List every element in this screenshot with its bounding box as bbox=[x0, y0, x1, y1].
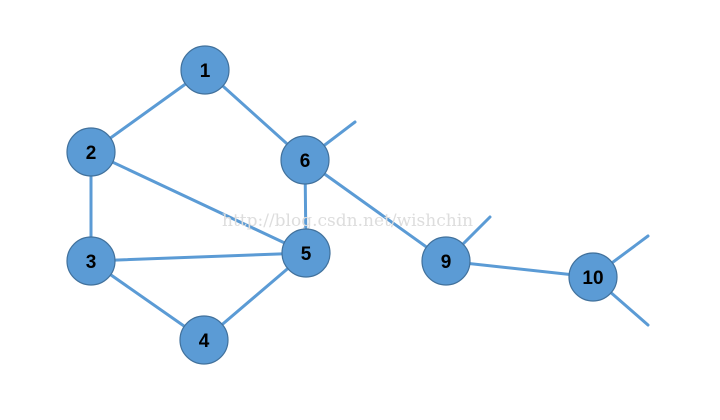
node-10: 10 bbox=[568, 252, 618, 302]
node-1: 1 bbox=[180, 45, 230, 95]
node-label-9: 9 bbox=[441, 252, 452, 273]
edge-9-10 bbox=[444, 259, 595, 279]
edge-3-5 bbox=[89, 251, 308, 263]
nodes-layer: 1 2 3 4 5 6 9 10 bbox=[66, 45, 618, 365]
node-9: 9 bbox=[421, 236, 471, 286]
watermark-text: http://blog.csdn.net/wishchin bbox=[222, 211, 473, 231]
node-label-6: 6 bbox=[300, 151, 311, 172]
node-4: 4 bbox=[179, 315, 229, 365]
node-3: 3 bbox=[66, 236, 116, 286]
edge-2-5 bbox=[89, 150, 308, 255]
node-circle-6 bbox=[280, 135, 330, 185]
node-6: 6 bbox=[280, 135, 330, 185]
node-circle-3 bbox=[66, 236, 116, 286]
edge-6-9 bbox=[303, 158, 448, 263]
node-label-10: 10 bbox=[582, 268, 603, 289]
node-label-1: 1 bbox=[200, 61, 211, 82]
node-label-3: 3 bbox=[86, 252, 97, 273]
node-circle-2 bbox=[66, 127, 116, 177]
node-label-4: 4 bbox=[199, 331, 210, 352]
edges-layer bbox=[89, 68, 650, 342]
node-label-5: 5 bbox=[301, 244, 312, 265]
node-label-2: 2 bbox=[86, 143, 97, 164]
node-circle-9 bbox=[421, 236, 471, 286]
node-5: 5 bbox=[281, 228, 331, 278]
node-circle-1 bbox=[180, 45, 230, 95]
node-circle-10 bbox=[568, 252, 618, 302]
node-circle-5 bbox=[281, 228, 331, 278]
node-2: 2 bbox=[66, 127, 116, 177]
node-circle-4 bbox=[179, 315, 229, 365]
